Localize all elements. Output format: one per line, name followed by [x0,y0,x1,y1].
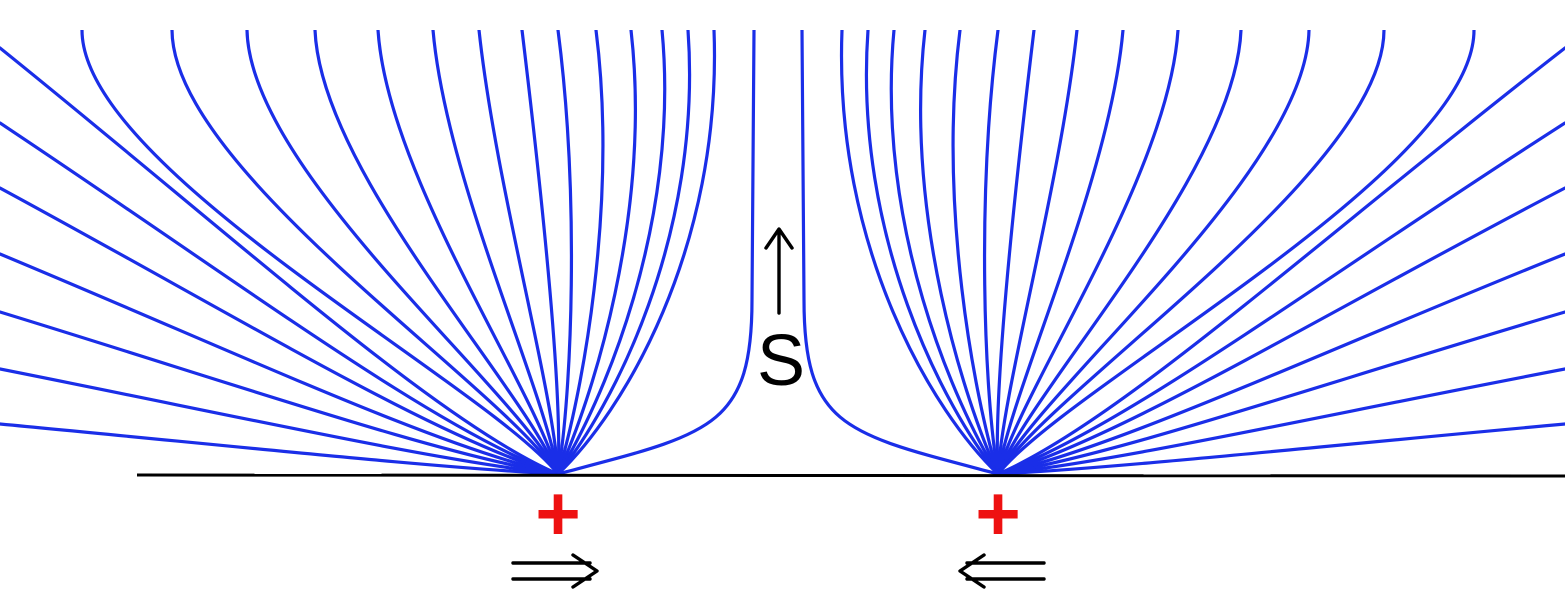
field-line [996,30,1386,476]
field-line [431,30,560,476]
poynting-label: S [757,321,805,401]
field-line [0,310,560,476]
field-line [951,30,1000,476]
field-line [800,30,1000,476]
field-line [556,30,574,476]
field-line [80,30,560,476]
charge-right-sign: + [975,469,1021,557]
field-line [996,30,1476,476]
field-line [556,30,637,476]
field-line [996,121,1565,476]
field-line [996,252,1565,476]
field-line [0,121,560,476]
charge-left-sign: + [535,469,581,557]
field-line [864,30,1000,476]
field-line [556,30,605,476]
field-line [376,30,560,476]
field-line [313,30,560,476]
field-lines [0,30,1565,476]
field-line [556,30,692,476]
field-line [982,30,1000,476]
field-line [996,30,1079,476]
poynting-arrow [764,227,794,315]
field-line [0,367,560,476]
field-line [996,186,1565,476]
field-line [520,30,561,476]
field-line [889,30,1000,476]
field-line [996,30,1243,476]
field-line [0,252,560,476]
motion-arrow-left [958,553,1046,589]
field-line [996,46,1565,476]
field-line [995,30,1036,476]
field-line [245,30,560,476]
field-line [996,30,1180,476]
field-line [996,367,1565,476]
field-line [996,30,1125,476]
field-line [996,30,1311,476]
field-line [839,30,1000,476]
field-line [919,30,1000,476]
field-line [556,30,667,476]
field-line [170,30,560,476]
field-line [556,30,717,476]
motion-arrow-right [511,553,599,589]
field-line [0,422,560,476]
field-line [0,46,560,476]
field-line [996,422,1565,476]
conductor-axis [136,473,1565,478]
field-line [996,310,1565,476]
field-line [477,30,560,476]
field-line [0,186,560,476]
field-line [556,30,756,476]
